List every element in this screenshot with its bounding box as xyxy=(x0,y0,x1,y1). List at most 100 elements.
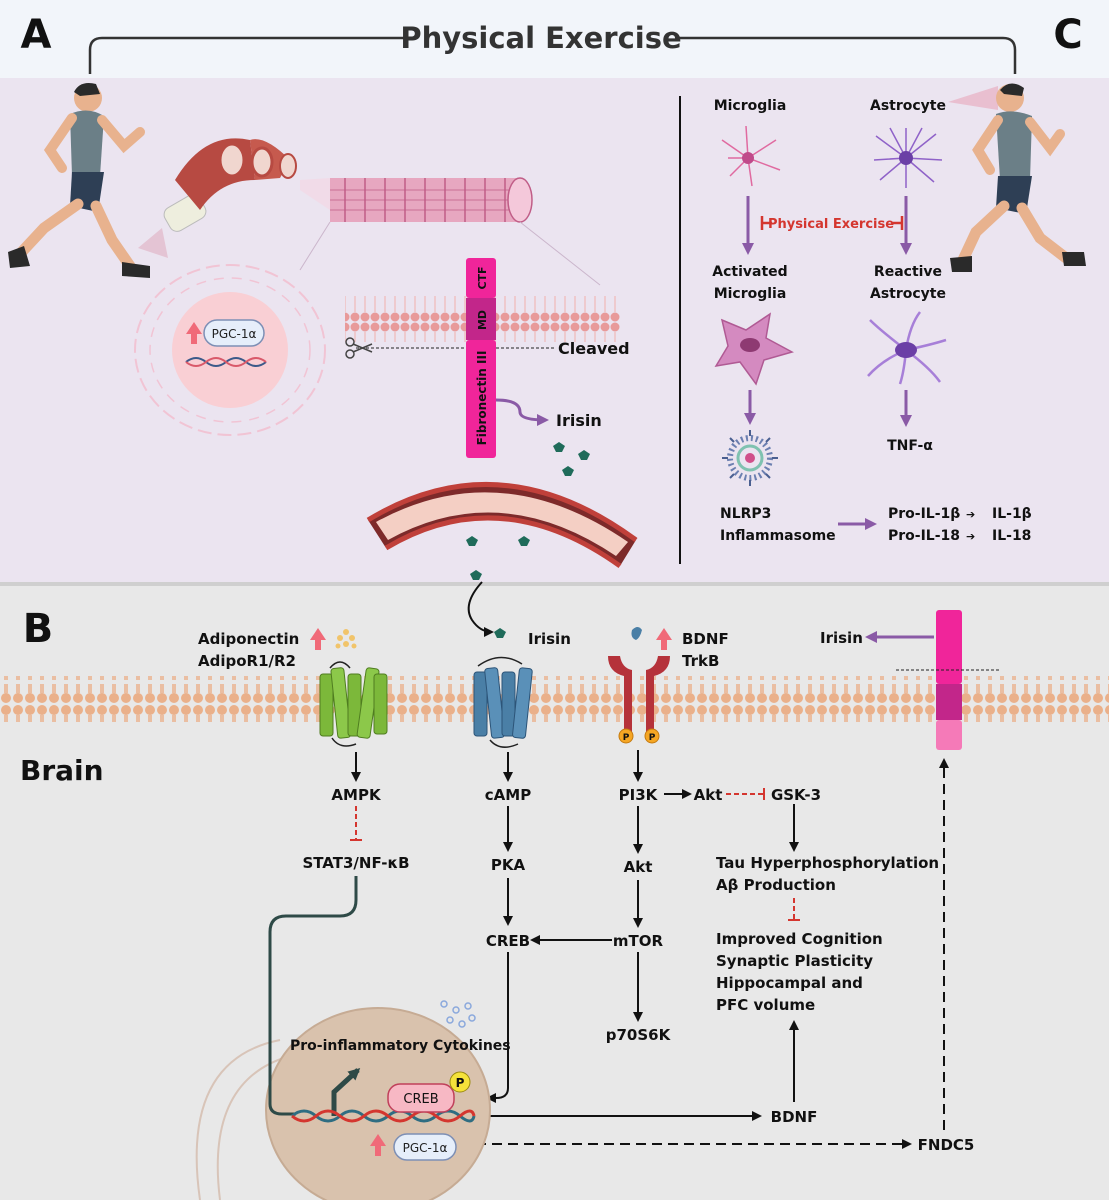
irisin-particle-brain xyxy=(494,628,506,638)
creb-phospho-label: P xyxy=(456,1076,465,1090)
creb-phospho-icon xyxy=(449,1071,471,1093)
muscle-cell-icon xyxy=(134,264,326,436)
outcome-line4: PFC volume xyxy=(716,996,815,1014)
astrocyte-label: Astrocyte xyxy=(870,98,946,114)
tau-line2: Aβ Production xyxy=(716,876,836,894)
outcome-line3: Hippocampal and xyxy=(716,974,863,992)
cleaved-label: Cleaved xyxy=(558,339,630,358)
reactive-astrocyte-line2: Astrocyte xyxy=(870,286,946,302)
cytokines-label: Pro-inflammatory Cytokines xyxy=(290,1038,511,1054)
pro-il18-label: Pro-IL-18 xyxy=(888,528,960,544)
panel-a-letter: A xyxy=(21,12,52,58)
outcome-line1: Improved Cognition xyxy=(716,930,883,948)
irisin-out-label: Irisin xyxy=(820,629,863,647)
creb-label: CREB xyxy=(486,932,530,950)
fndc5-dashed-arrows xyxy=(476,758,949,1149)
neuron-membrane xyxy=(0,676,1109,722)
cytokine-dots-icon xyxy=(440,1000,476,1028)
camp-label: cAMP xyxy=(485,786,531,804)
nlrp3-line1: NLRP3 xyxy=(720,506,771,522)
runner-left-icon xyxy=(8,83,150,278)
adipor-receptor-icon xyxy=(319,661,388,747)
zoom-cone-right xyxy=(948,86,998,110)
adiponectin-label: Adiponectin xyxy=(198,630,299,648)
zoom-cone-left xyxy=(138,228,168,258)
stat3-to-dna-path xyxy=(268,876,358,1116)
bdnf-receptor-label: BDNF xyxy=(682,630,729,648)
adipor-label: AdipoR1/R2 xyxy=(198,652,296,670)
panel-c-letter: C xyxy=(1053,12,1082,58)
adiponectin-icon xyxy=(335,629,357,649)
stat3-label: STAT3/NF-κB xyxy=(302,854,409,872)
irisin-receptor-icon xyxy=(473,656,533,748)
tnf-alpha-label: TNF-α xyxy=(887,438,933,454)
pgc1a-nucleus-pill xyxy=(393,1133,457,1161)
mtor-label: mTOR xyxy=(613,932,664,950)
il18-arrow-glyph: ➔ xyxy=(966,530,975,543)
reactive-astrocyte-line1: Reactive xyxy=(874,264,942,280)
akt-down-label: Akt xyxy=(624,858,653,876)
il1b-arrow-glyph: ➔ xyxy=(966,508,975,521)
figure-title: Physical Exercise xyxy=(400,21,681,55)
fibronectin-label: Fibronectin III xyxy=(475,351,489,446)
brain-label: Brain xyxy=(20,754,104,787)
myofibril-icon xyxy=(330,177,533,223)
ctf-label: CTF xyxy=(476,266,489,289)
astrocyte-icon xyxy=(873,127,943,188)
pgc1a-nucleus-label: PGC-1α xyxy=(403,1141,448,1155)
fndc5-protein xyxy=(466,258,496,458)
creb-nucleus-label: CREB xyxy=(403,1092,438,1107)
adiponectin-up-icon xyxy=(310,628,326,650)
bdnf-up-icon xyxy=(656,628,672,650)
pgc1a-nucleus-up-icon xyxy=(370,1134,386,1156)
creb-nucleus-pill xyxy=(387,1083,455,1113)
phospho-label-left: P xyxy=(623,733,630,743)
inhibit-left-icon xyxy=(760,216,772,230)
akt-right-label: Akt xyxy=(694,786,723,804)
pka-label: PKA xyxy=(491,856,526,874)
inflammasome-icon xyxy=(722,430,778,486)
pathway-arrows xyxy=(351,750,799,1121)
reactive-astrocyte-icon xyxy=(867,311,947,385)
activated-microglia-line1: Activated xyxy=(712,264,787,280)
activated-microglia-icon xyxy=(714,312,794,386)
phospho-icon-right xyxy=(644,728,660,744)
dna-icon-a xyxy=(185,357,267,367)
blood-vessel-icon xyxy=(366,481,638,569)
pi3k-label: PI3K xyxy=(619,786,659,804)
panel-b-letter: B xyxy=(23,606,54,652)
fndc5-membrane-protein xyxy=(936,610,962,750)
header-bracket-left xyxy=(88,36,405,74)
microglia-label: Microglia xyxy=(714,98,787,114)
microglia-icon xyxy=(721,125,781,187)
tau-line1: Tau Hyperphosphorylation xyxy=(716,854,939,872)
md-label: MD xyxy=(476,310,489,330)
fndc5-label: FNDC5 xyxy=(918,1136,975,1154)
pgc1a-label: PGC-1α xyxy=(212,327,257,341)
activated-microglia-line2: Microglia xyxy=(714,286,787,302)
dna-icon-b xyxy=(291,1109,476,1123)
pgc1a-pill xyxy=(203,319,265,347)
ampk-label: AMPK xyxy=(331,786,382,804)
runner-right-icon xyxy=(950,83,1086,272)
trkb-label: TrkB xyxy=(682,652,719,670)
p70s6k-label: p70S6K xyxy=(606,1026,672,1044)
irisin-receptor-label: Irisin xyxy=(528,630,571,648)
header-bracket-right xyxy=(676,36,1017,74)
outcome-line2: Synaptic Plasticity xyxy=(716,952,873,970)
bdnf-ligand-icon xyxy=(631,627,642,640)
gsk3-label: GSK-3 xyxy=(771,786,821,804)
phospho-label-right: P xyxy=(649,733,656,743)
pro-il1b-label: Pro-IL-1β xyxy=(888,506,960,522)
transcription-arrow xyxy=(331,1067,361,1116)
il18-label: IL-18 xyxy=(992,528,1031,544)
inhibit-right-icon xyxy=(892,216,904,230)
trkb-receptor-icon xyxy=(608,656,670,732)
inhibition-arrows xyxy=(350,788,800,921)
irisin-to-brain-arrow xyxy=(467,581,494,637)
pgc1a-up-arrow-icon xyxy=(186,322,202,344)
bdnf-gene-label: BDNF xyxy=(771,1108,818,1126)
irisin-label-a: Irisin xyxy=(556,411,602,430)
scissors-icon xyxy=(345,337,373,359)
